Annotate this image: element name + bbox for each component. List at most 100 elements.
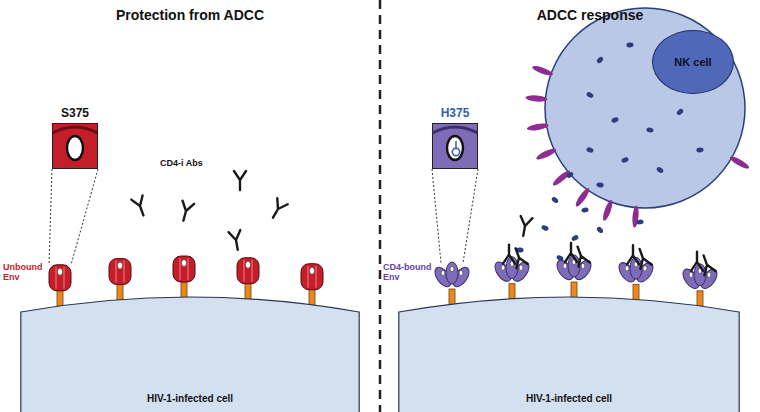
env-trimer xyxy=(173,256,195,282)
residue-label: H375 xyxy=(432,106,478,120)
env-cavity xyxy=(625,266,629,271)
antibody-stroke xyxy=(229,230,244,251)
env-cavity xyxy=(310,267,315,274)
env-stem xyxy=(181,282,187,298)
antibody-stroke xyxy=(691,252,703,271)
cell-outline xyxy=(20,282,360,412)
env-head xyxy=(109,259,131,285)
granule xyxy=(636,219,644,225)
env-stem xyxy=(697,291,703,307)
antibody-stroke xyxy=(503,245,515,264)
env-head xyxy=(432,262,472,289)
antibody xyxy=(131,195,149,217)
zoom-inset: H375 xyxy=(432,106,478,169)
granule xyxy=(596,182,603,187)
annotation-label: CD4-i Abs xyxy=(160,158,203,168)
env-stem xyxy=(571,282,577,298)
env-lobe xyxy=(180,258,188,280)
zoom-inset: S375 xyxy=(52,106,98,169)
panel-title: Protection from ADCC xyxy=(116,7,264,23)
env-trimer xyxy=(301,264,323,290)
inset-frame xyxy=(53,124,98,169)
antibody xyxy=(698,253,716,275)
env-cavity xyxy=(519,265,523,270)
nk-nucleus: NK cell xyxy=(652,30,734,94)
env-cavity xyxy=(246,261,251,268)
antibody-stroke xyxy=(510,246,528,268)
nk-receptor xyxy=(535,147,557,162)
cell-outline xyxy=(398,282,740,412)
granule xyxy=(626,42,634,48)
antibody-stroke xyxy=(572,245,590,267)
env-stem xyxy=(117,285,123,301)
granule xyxy=(596,56,604,64)
inset-surface xyxy=(433,127,478,133)
granule xyxy=(586,147,594,154)
nk-receptor xyxy=(601,199,614,222)
env-cavity xyxy=(563,263,567,268)
nk-receptor xyxy=(531,64,554,77)
granule xyxy=(571,234,580,242)
env-trimer xyxy=(49,265,71,291)
antibody xyxy=(627,245,639,264)
env-stem xyxy=(245,284,251,300)
env-lobe xyxy=(56,267,64,289)
unbound-env xyxy=(109,259,131,301)
cell-label: HIV-1-infected cell xyxy=(398,393,740,404)
nk-receptor xyxy=(728,154,750,170)
annotation-label: CD4-bound Env xyxy=(383,262,435,283)
histidine-bond xyxy=(455,141,457,148)
env-cavity xyxy=(689,272,693,277)
nk-receptor xyxy=(632,205,640,227)
env-lobe xyxy=(244,260,252,282)
granule xyxy=(566,171,575,179)
env-cavity xyxy=(643,266,647,271)
granule xyxy=(676,108,685,116)
residue-label: S375 xyxy=(52,106,98,120)
inset-box xyxy=(52,123,98,169)
antibody xyxy=(572,245,590,267)
granule xyxy=(551,196,560,204)
antibody-stroke xyxy=(234,171,246,190)
env-lobe xyxy=(446,262,458,284)
granule xyxy=(611,116,620,123)
cell-membrane xyxy=(399,297,739,412)
inset-box xyxy=(432,123,478,169)
unbound-env xyxy=(301,264,323,306)
nk-receptor xyxy=(574,187,592,208)
antibody xyxy=(634,247,652,269)
antibody-stroke xyxy=(517,216,532,237)
inset-surface xyxy=(53,127,98,133)
antibody xyxy=(178,201,195,222)
env-cavity xyxy=(441,270,445,275)
antibody xyxy=(510,246,528,268)
antibody-stroke xyxy=(634,247,652,269)
cell-label: NK cell xyxy=(674,56,711,68)
antibody-stroke xyxy=(698,253,716,275)
nk-receptor xyxy=(525,95,547,103)
env-stem xyxy=(633,284,639,300)
nk-cell-body xyxy=(516,8,750,262)
antibody xyxy=(234,171,246,190)
antibody xyxy=(691,252,703,271)
env-cavity xyxy=(450,266,454,271)
env-head xyxy=(301,264,323,290)
cd4-bound-env xyxy=(432,262,472,305)
cell-membrane xyxy=(21,297,359,412)
env-stem xyxy=(309,290,315,306)
env-cavity xyxy=(581,263,585,268)
antibody-stroke xyxy=(131,195,149,217)
env-head xyxy=(237,258,259,284)
antibody xyxy=(517,216,532,237)
antibody xyxy=(229,230,244,251)
env-head xyxy=(49,265,71,291)
annotation-label: Unbound Env xyxy=(3,262,43,283)
env-cavity xyxy=(118,262,123,269)
env-cavity xyxy=(459,270,463,275)
granule xyxy=(541,224,550,231)
env-stem xyxy=(509,284,515,300)
granule xyxy=(596,226,605,234)
env-cavity xyxy=(501,265,505,270)
infected-cell: HIV-1-infected cell xyxy=(20,282,360,412)
